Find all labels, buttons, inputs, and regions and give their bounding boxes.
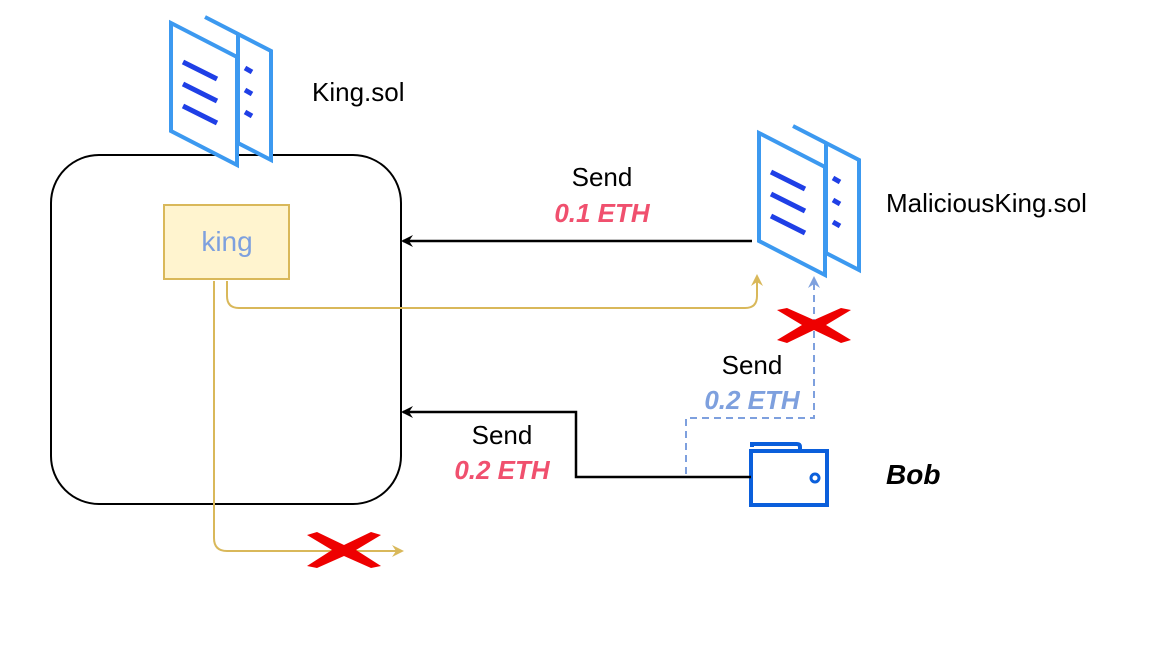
bob-refund-action: Send xyxy=(722,350,783,380)
malicious-send-action: Send xyxy=(572,162,633,192)
king-variable-box xyxy=(163,204,290,280)
king-contract-label: King.sol xyxy=(312,77,405,107)
bob-send-arrow xyxy=(401,406,751,479)
king-payout-arrow xyxy=(213,281,404,557)
malicious-contract-label: MaliciousKing.sol xyxy=(886,188,1087,218)
bob-wallet-icon xyxy=(749,442,829,507)
malicious-send-amount: 0.1 ETH xyxy=(554,198,651,228)
bob-refund-amount: 0.2 ETH xyxy=(704,385,801,415)
bob-label: Bob xyxy=(886,459,940,490)
bob-send-action: Send xyxy=(472,420,533,450)
failed-payout-cross-icon xyxy=(307,532,381,568)
king-refund-arrow xyxy=(226,274,763,309)
bob-refund-dashed-arrow xyxy=(685,276,820,474)
malicious-contract-icon xyxy=(757,124,861,279)
king-variable-label: king xyxy=(201,226,252,257)
king-contract-icon xyxy=(169,15,273,169)
bob-send-amount: 0.2 ETH xyxy=(454,455,551,485)
blocked-cross-icon xyxy=(777,308,851,343)
